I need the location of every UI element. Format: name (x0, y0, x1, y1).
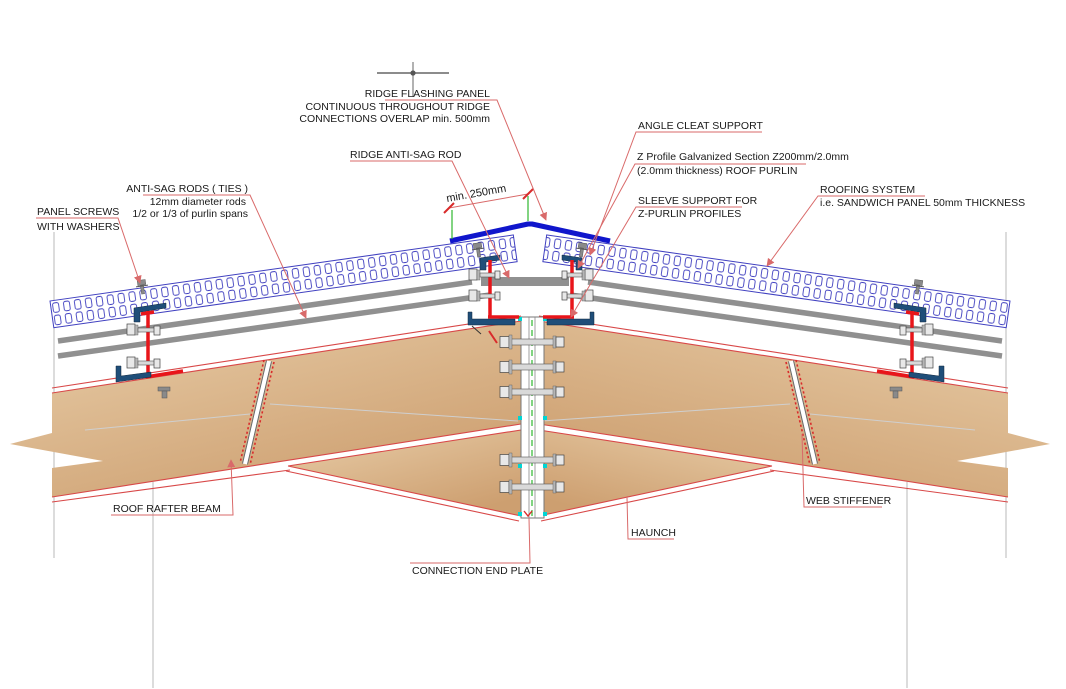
label-sleeve-support-2: Z-PURLIN PROFILES (638, 208, 741, 220)
angle-cleat-bottom (115, 365, 152, 383)
angle-cleat-top (133, 302, 167, 323)
leader-roofing-system (766, 195, 925, 267)
label-roof-purlin: Z Profile Galvanized Section Z200mm/2.0m… (637, 151, 849, 163)
beam-bottom-flange-line (51, 469, 291, 503)
label-angle-cleat-support: ANGLE CLEAT SUPPORT (638, 120, 763, 132)
label-ridge-flashing-panel-2: CONTINUOUS THROUGHOUT RIDGE (305, 101, 490, 113)
label-panel-screws-2: WITH WASHERS (37, 221, 119, 233)
anti-sag-rod (57, 292, 491, 359)
label-anti-sag-rods-2: 12mm diameter rods (150, 196, 246, 208)
label-roof-purlin-2: (2.0mm thickness) ROOF PURLIN (637, 165, 797, 177)
dimension-text: min. 250mm (445, 183, 507, 205)
hidden-line (269, 403, 519, 422)
leader-roof-purlin (577, 163, 806, 269)
cleat-screw (157, 386, 171, 392)
plate-bolt (499, 452, 565, 468)
purlin-bolt (126, 323, 161, 336)
label-haunch: HAUNCH (631, 527, 676, 539)
ridge-flashing (449, 221, 611, 244)
datum-mark (377, 62, 449, 97)
haunch-bottom-line (285, 470, 520, 522)
label-roofing-system: ROOFING SYSTEM (820, 184, 915, 196)
roof-rafter-beam (10, 321, 521, 497)
label-sleeve-support: SLEEVE SUPPORT FOR (638, 195, 758, 207)
leader-sleeve-support (570, 206, 742, 318)
label-ridge-anti-sag-rod: RIDGE ANTI-SAG ROD (350, 149, 462, 161)
leader-ridge-anti-sag-rod (350, 160, 510, 279)
leader-ridge-flashing (385, 99, 547, 221)
label-anti-sag-rods: ANTI-SAG RODS ( TIES ) (126, 183, 248, 195)
purlin-bolt (468, 289, 501, 302)
label-web-stiffener: WEB STIFFENER (806, 495, 892, 507)
plate-bolt (499, 479, 565, 495)
leader-anti-sag-rods (143, 194, 307, 319)
z-purlin-flange (140, 310, 155, 316)
beam-top-flange-line (51, 320, 522, 394)
z-purlin-foot (145, 369, 184, 379)
label-roof-rafter-beam: ROOF RAFTER BEAM (113, 503, 221, 515)
plate-bolt (499, 384, 565, 400)
plate-bolt (499, 334, 565, 350)
weld-arrow (471, 325, 482, 335)
hidden-line (84, 413, 251, 431)
sleeve-cleat (467, 311, 516, 326)
panel-screw (471, 242, 485, 258)
leader-web-stiffener (801, 433, 882, 508)
web-stiffener (239, 359, 275, 466)
label-connection-end-plate: CONNECTION END PLATE (412, 565, 543, 577)
annotations: RIDGE FLASHING PANEL CONTINUOUS THROUGHO… (37, 88, 1025, 577)
leader-panel-screws (36, 217, 142, 284)
cleat-screw (161, 390, 168, 399)
leader-haunch (626, 496, 674, 540)
weld-tick (488, 330, 498, 344)
left-half-assembly (10, 232, 522, 688)
label-roofing-system-2: i.e. SANDWICH PANEL 50mm THICKNESS (820, 197, 1025, 209)
apex-mark (523, 510, 533, 518)
beam-bottom-flange-line (51, 423, 522, 498)
label-ridge-flashing-panel-3: CONNECTIONS OVERLAP min. 500mm (299, 113, 490, 125)
ridge-anti-sag-rod-bar (481, 277, 569, 286)
label-ridge-flashing-panel: RIDGE FLASHING PANEL (365, 88, 490, 100)
leader-angle-cleat (588, 131, 762, 256)
panel-screw (135, 279, 149, 295)
right-half-assembly (539, 232, 1050, 688)
haunch-wedge (288, 430, 521, 516)
end-plate-bolts (499, 334, 565, 495)
plate-bolt (499, 359, 565, 375)
haunch-top-line (287, 429, 522, 467)
sandwich-panel (49, 234, 518, 329)
label-anti-sag-rods-3: 1/2 or 1/3 of purlin spans (132, 208, 248, 220)
leader-lines (36, 99, 925, 564)
ridge-z-purlin (467, 254, 519, 326)
haunch-bottom-line (287, 465, 522, 517)
leader-roof-rafter-beam (111, 459, 236, 516)
purlin-bolt (126, 356, 161, 369)
leader-connection-end-plate (410, 517, 531, 564)
label-panel-screws: PANEL SCREWS (37, 206, 119, 218)
z-purlin-assembly (115, 302, 184, 399)
purlin-bolt (468, 268, 501, 281)
